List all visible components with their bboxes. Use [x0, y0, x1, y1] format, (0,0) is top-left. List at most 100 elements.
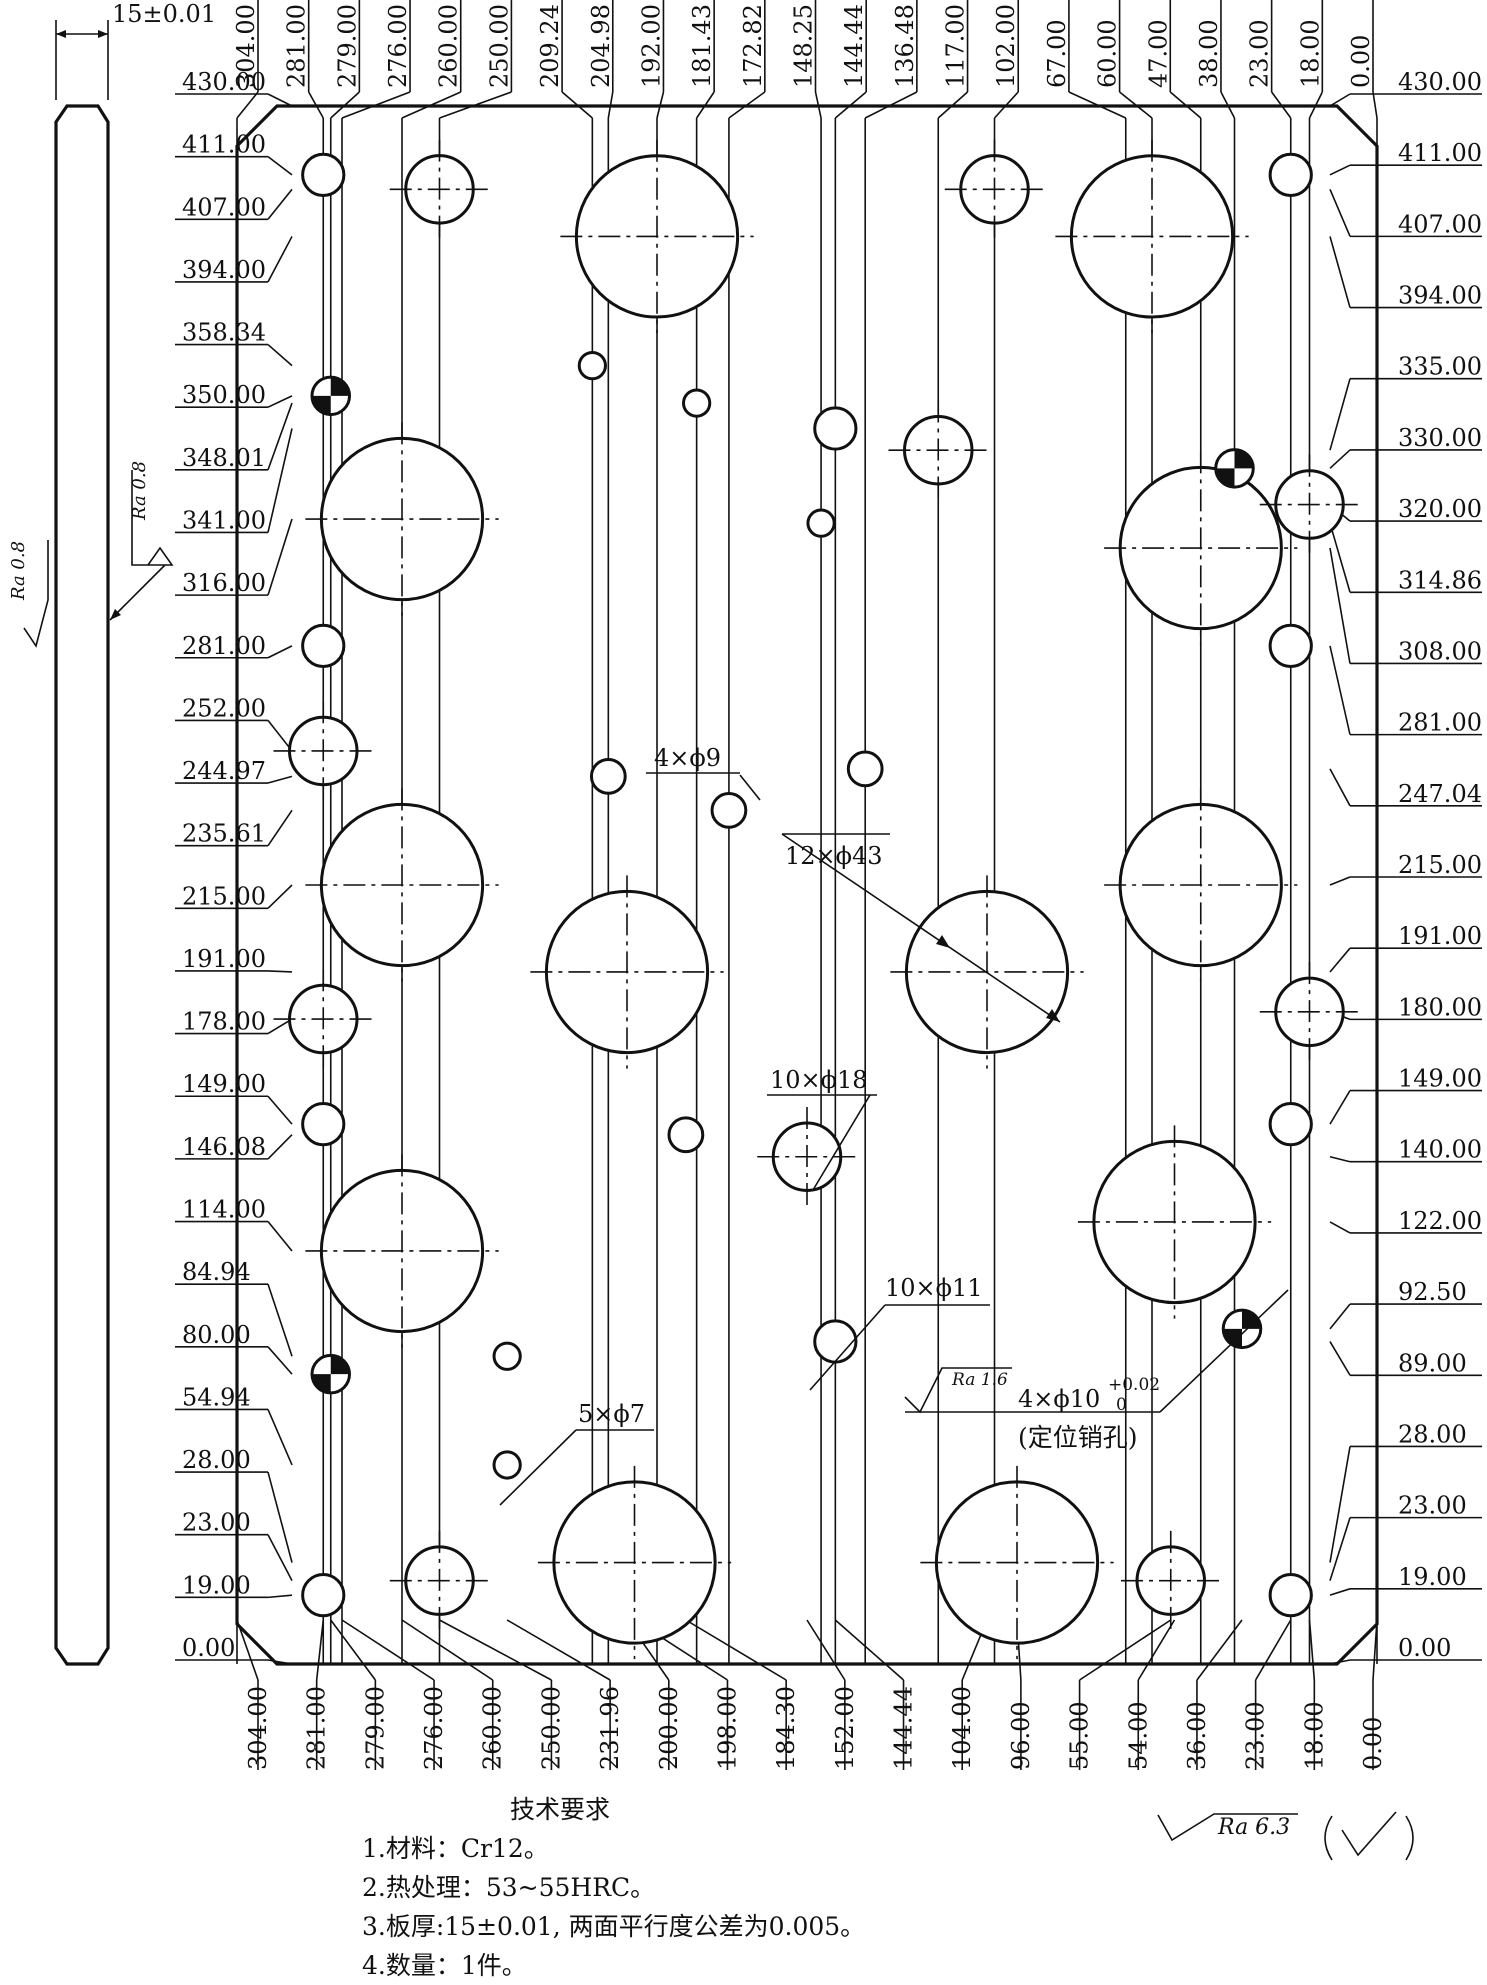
- left-tick-jog: [267, 1221, 293, 1252]
- left-tick-label: 407.00: [182, 193, 266, 221]
- plate-outline: [235, 104, 1379, 1666]
- right-tick-label: 281.00: [1398, 709, 1482, 737]
- right-tick-jog: [1329, 378, 1351, 451]
- right-tick-label: 394.00: [1398, 282, 1482, 310]
- hole-phi9: [710, 791, 748, 829]
- left-tick-label: 244.97: [182, 757, 266, 785]
- technical-requirements: 技术要求 1.材料：Cr12。 2.热处理：53~55HRC。 3.板厚:15±…: [362, 1790, 865, 1985]
- top-tick-label: 204.98: [587, 4, 615, 88]
- roughness-left-inner: Ra 0.8: [129, 461, 150, 521]
- right-tick-label: 314.86: [1398, 566, 1482, 594]
- right-tick-label: 149.00: [1398, 1065, 1482, 1093]
- right-tick-jog: [1329, 1588, 1351, 1596]
- left-tick-label: 235.61: [182, 820, 266, 848]
- right-tick-jog: [1329, 1517, 1351, 1581]
- left-tick-label: 430.00: [182, 68, 266, 96]
- bottom-tick-label: 23.00: [1242, 1701, 1270, 1770]
- bottom-tick-jog: [1137, 1619, 1176, 1681]
- bottom-tick-label: 104.00: [948, 1686, 976, 1770]
- top-tick-label: 250.00: [485, 4, 513, 88]
- left-tick-label: 23.00: [182, 1509, 251, 1537]
- bottom-tick-jog: [806, 1619, 846, 1681]
- hole-phi11: [301, 152, 346, 197]
- hole-phi7: [492, 1341, 522, 1371]
- left-tick-label: 28.00: [182, 1446, 251, 1474]
- left-tick-jog: [267, 188, 293, 220]
- tech-item-4: 4.数量：1件。: [362, 1951, 527, 1980]
- hole-phi7: [577, 351, 607, 381]
- right-tick-label: 140.00: [1398, 1136, 1482, 1164]
- pin-hole-fill: [312, 1355, 350, 1393]
- bottom-tick-jog: [236, 1619, 259, 1681]
- bottom-tick-label: 144.44: [890, 1686, 918, 1770]
- tech-item-2: 2.热处理：53~55HRC。: [362, 1873, 656, 1902]
- left-tick-label: 252.00: [182, 694, 266, 722]
- roughness-left-outer: Ra 0.8: [8, 541, 29, 601]
- bottom-tick-label: 281.00: [303, 1686, 331, 1770]
- roughness-leader: [109, 564, 166, 621]
- right-tick-jog: [1329, 1221, 1351, 1234]
- left-tick-label: 358.34: [182, 319, 266, 347]
- left-tick-label: 191.00: [182, 945, 266, 973]
- top-tick-label: 102.00: [992, 4, 1020, 88]
- right-tick-label: 215.00: [1398, 851, 1482, 879]
- bottom-tick-label: 55.00: [1066, 1701, 1094, 1770]
- bottom-tick-jog: [401, 1619, 494, 1681]
- left-tick-label: 54.94: [182, 1383, 251, 1411]
- callout-pin: Ra 1.6 4×ϕ10 +0.02 0 (定位销孔): [904, 1289, 1289, 1452]
- bottom-tick-jog: [315, 1619, 325, 1681]
- right-tick-label: 19.00: [1398, 1563, 1467, 1591]
- right-tick-label: 308.00: [1398, 637, 1482, 665]
- right-tick-jog: [1329, 947, 1351, 973]
- pin-hole-fill: [1223, 1310, 1261, 1348]
- hole-phi7: [492, 1450, 522, 1480]
- right-tick-jog: [1329, 1341, 1351, 1376]
- hole-phi11: [813, 406, 858, 451]
- top-tick-label: 276.00: [384, 4, 412, 88]
- side-view: [54, 104, 110, 1666]
- top-tick-label: 304.00: [232, 4, 260, 88]
- bottom-tick-label: 250.00: [537, 1686, 565, 1770]
- left-tick-jog: [267, 156, 293, 176]
- right-tick-label: 335.00: [1398, 353, 1482, 381]
- callout-phi9: 4×ϕ9: [646, 744, 761, 801]
- hole-phi11: [301, 623, 346, 668]
- right-tick-jog: [1329, 189, 1351, 237]
- right-tick-jog: [1329, 547, 1351, 664]
- top-tick-label: 148.25: [790, 4, 818, 88]
- top-tick-label: 0.00: [1347, 35, 1375, 88]
- right-tick-jog: [1329, 164, 1351, 176]
- left-tick-jog: [267, 970, 293, 973]
- bottom-tick-label: 96.00: [1007, 1701, 1035, 1770]
- callout-pin-note: (定位销孔): [1018, 1423, 1138, 1452]
- right-tick-label: 180.00: [1398, 993, 1482, 1021]
- top-tick-jog: [1372, 91, 1378, 119]
- right-tick-jog: [1329, 1303, 1351, 1330]
- left-tick-label: 146.08: [182, 1133, 266, 1161]
- left-tick-label: 316.00: [182, 569, 266, 597]
- bottom-tick-label: 36.00: [1183, 1701, 1211, 1770]
- top-tick-jog: [236, 91, 259, 119]
- right-tick-jog: [1329, 449, 1351, 469]
- bottom-tick-label: 304.00: [244, 1686, 272, 1770]
- right-tick-label: 430.00: [1398, 68, 1482, 96]
- hole-phi11: [813, 1319, 858, 1364]
- top-tick-label: 209.24: [536, 4, 564, 88]
- hole-phi9: [667, 1116, 705, 1154]
- callout-phi7: 5×ϕ7: [499, 1400, 654, 1506]
- left-tick-jog: [267, 1346, 293, 1375]
- left-tick-label: 348.01: [182, 444, 266, 472]
- tech-title: 技术要求: [510, 1795, 611, 1824]
- bottom-tick-jog: [330, 1619, 377, 1681]
- left-tick-jog: [267, 775, 293, 784]
- pin-hole-fill: [1215, 449, 1254, 488]
- right-tick-label: 89.00: [1398, 1349, 1467, 1377]
- tech-item-1: 1.材料：Cr12。: [362, 1834, 549, 1863]
- right-tick-jog: [1329, 522, 1351, 593]
- hole-phi11: [1268, 1102, 1313, 1147]
- bottom-tick-label: 231.96: [596, 1686, 624, 1770]
- bottom-tick-jog: [1308, 1619, 1316, 1681]
- top-tick-label: 60.00: [1094, 19, 1122, 88]
